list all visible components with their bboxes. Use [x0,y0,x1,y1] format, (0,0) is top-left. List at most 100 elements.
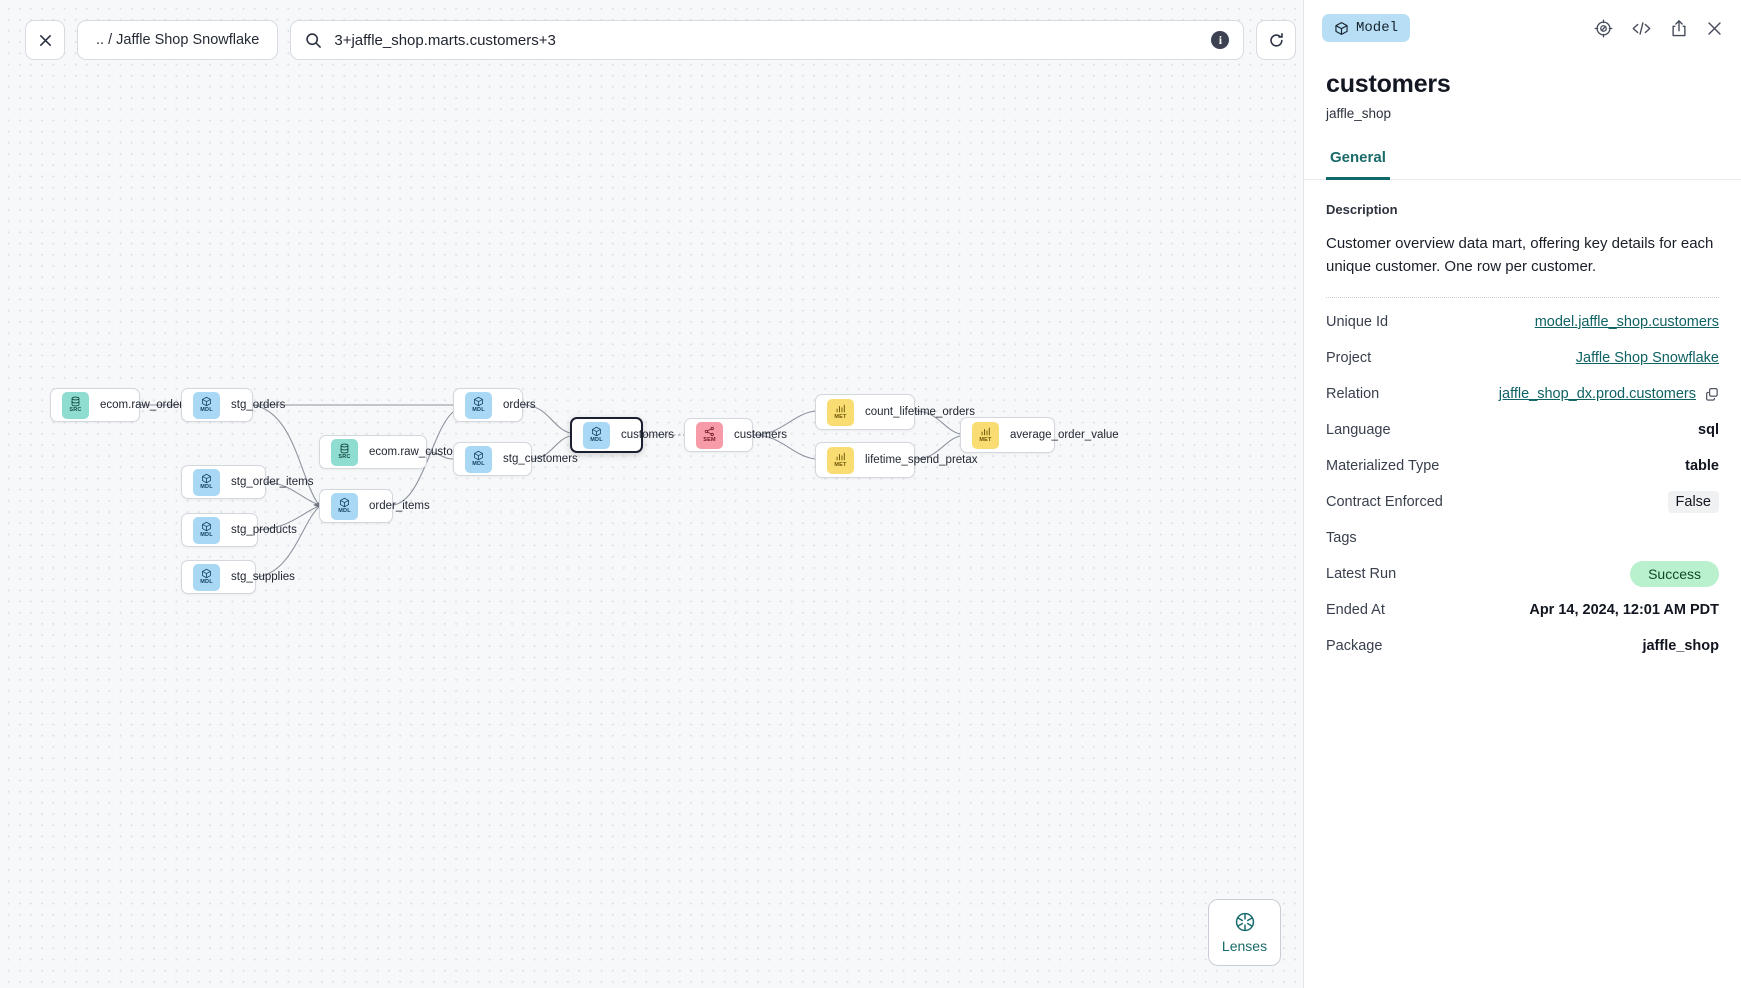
copy-icon[interactable] [1705,387,1719,401]
property-key: Contract Enforced [1326,493,1443,510]
node-badge-mdl-icon: MDL [193,468,220,496]
property-key: Language [1326,421,1391,438]
graph-node-ecom_raw_orders[interactable]: SRC ecom.raw_orders [50,388,189,422]
property-key: Tags [1326,529,1357,546]
graph-node-average_order_value[interactable]: MET average_order_value [960,417,1119,453]
node-badge-sem-icon: SEM [696,421,723,449]
property-row: Unique Id model.jaffle_shop.customers [1326,304,1719,340]
target-icon[interactable] [1594,19,1613,38]
search-icon [306,32,322,48]
node-badge-mdl-icon: MDL [193,391,220,419]
property-key: Materialized Type [1326,457,1440,474]
graph-node-ecom_raw_customers[interactable]: SRC ecom.raw_customers [319,435,478,469]
property-value: Apr 14, 2024, 12:01 AM PDT [1529,601,1719,618]
cube-icon [1335,21,1348,35]
node-label: order_items [369,500,430,512]
node-label: customers [621,429,675,441]
node-label: count_lifetime_orders [865,406,975,418]
breadcrumb[interactable]: .. / Jaffle Shop Snowflake [77,20,279,60]
graph-node-stg_orders[interactable]: MDL stg_orders [181,388,285,422]
details-panel: Model [1303,0,1741,988]
node-label: ecom.raw_orders [100,399,189,411]
close-icon [39,34,51,46]
property-key: Latest Run [1326,565,1397,582]
description-text: Customer overview data mart, offering ke… [1326,235,1714,275]
node-type-label: Model [1356,20,1399,36]
property-value: table [1685,457,1719,474]
aperture-icon [1235,912,1254,932]
node-badge-src-icon: SRC [331,438,358,466]
node-badge-mdl-icon: MDL [331,492,358,520]
node-label: stg_orders [231,399,286,411]
graph-node-stg_customers[interactable]: MDL stg_customers [453,442,578,476]
property-value-link[interactable]: model.jaffle_shop.customers [1534,313,1719,330]
search-info-icon[interactable]: i [1211,31,1230,49]
property-value-link[interactable]: jaffle_shop_dx.prod.customers [1498,385,1696,402]
tab-general[interactable]: General [1326,149,1390,180]
node-label: stg_products [231,524,297,536]
share-icon[interactable] [1670,19,1688,38]
lineage-search-bar[interactable]: i [290,20,1245,60]
property-row: Contract Enforced False [1326,484,1719,520]
property-value-link[interactable]: Jaffle Shop Snowflake [1575,349,1719,366]
graph-node-customers_semantic[interactable]: SEM customers [684,418,787,452]
node-label: customers [734,429,788,441]
canvas-toolbar: .. / Jaffle Shop Snowflake i [25,20,1297,60]
property-row: Materialized Type table [1326,448,1719,484]
node-label: orders [503,399,536,411]
property-value: sql [1698,421,1719,438]
node-badge-src-icon: SRC [62,391,89,419]
node-badge-mdl-icon: MDL [465,445,492,473]
panel-toolbar: Model [1304,0,1741,56]
property-value: jaffle_shop [1642,637,1719,654]
search-input[interactable] [334,31,1200,49]
property-value-group: jaffle_shop_dx.prod.customers [1499,386,1719,402]
property-key: Package [1326,637,1383,654]
refresh-icon [1270,32,1283,47]
close-lineage-button[interactable] [25,20,65,60]
graph-node-customers_model[interactable]: MDL customers [570,417,674,453]
property-row: Ended At Apr 14, 2024, 12:01 AM PDT [1326,592,1719,628]
page-title: customers [1326,70,1451,98]
graph-node-count_lifetime_orders[interactable]: MET count_lifetime_orders [815,394,975,430]
node-type-chip[interactable]: Model [1322,14,1411,42]
panel-header: customers jaffle_shop [1304,56,1741,121]
node-label: stg_order_items [231,476,314,488]
panel-subtitle: jaffle_shop [1326,106,1392,121]
node-badge-met-icon: MET [972,421,999,449]
node-label: average_order_value [1010,429,1119,441]
graph-node-stg_supplies[interactable]: MDL stg_supplies [181,560,295,594]
close-panel-icon[interactable] [1706,20,1723,37]
lineage-canvas[interactable]: .. / Jaffle Shop Snowflake i [0,0,1303,988]
graph-node-order_items[interactable]: MDL order_items [319,489,430,523]
graph-node-stg_order_items[interactable]: MDL stg_order_items [181,465,313,499]
divider [1326,296,1719,298]
node-label: lifetime_spend_pretax [865,454,978,466]
property-row: Package jaffle_shop [1326,628,1719,664]
node-badge-met-icon: MET [827,398,854,426]
panel-tabs: General [1304,149,1741,180]
lenses-label: Lenses [1221,938,1268,954]
property-value-chip: False [1667,490,1719,513]
panel-action-icons [1594,19,1723,38]
panel-body: Description Customer overview data mart,… [1304,180,1741,988]
node-badge-mdl-icon: MDL [193,563,220,591]
property-key: Ended At [1326,601,1385,618]
node-label: ecom.raw_customers [369,446,479,458]
property-row: Tags [1326,520,1719,556]
description-label: Description [1326,202,1398,217]
property-key: Unique Id [1326,313,1389,330]
node-badge-mdl-icon: MDL [583,421,610,449]
status-badge: Success [1630,560,1719,587]
code-icon[interactable] [1631,19,1652,38]
lenses-button[interactable]: Lenses [1208,899,1281,966]
refresh-button[interactable] [1256,20,1297,60]
node-label: stg_supplies [231,571,295,583]
node-label: stg_customers [503,453,578,465]
